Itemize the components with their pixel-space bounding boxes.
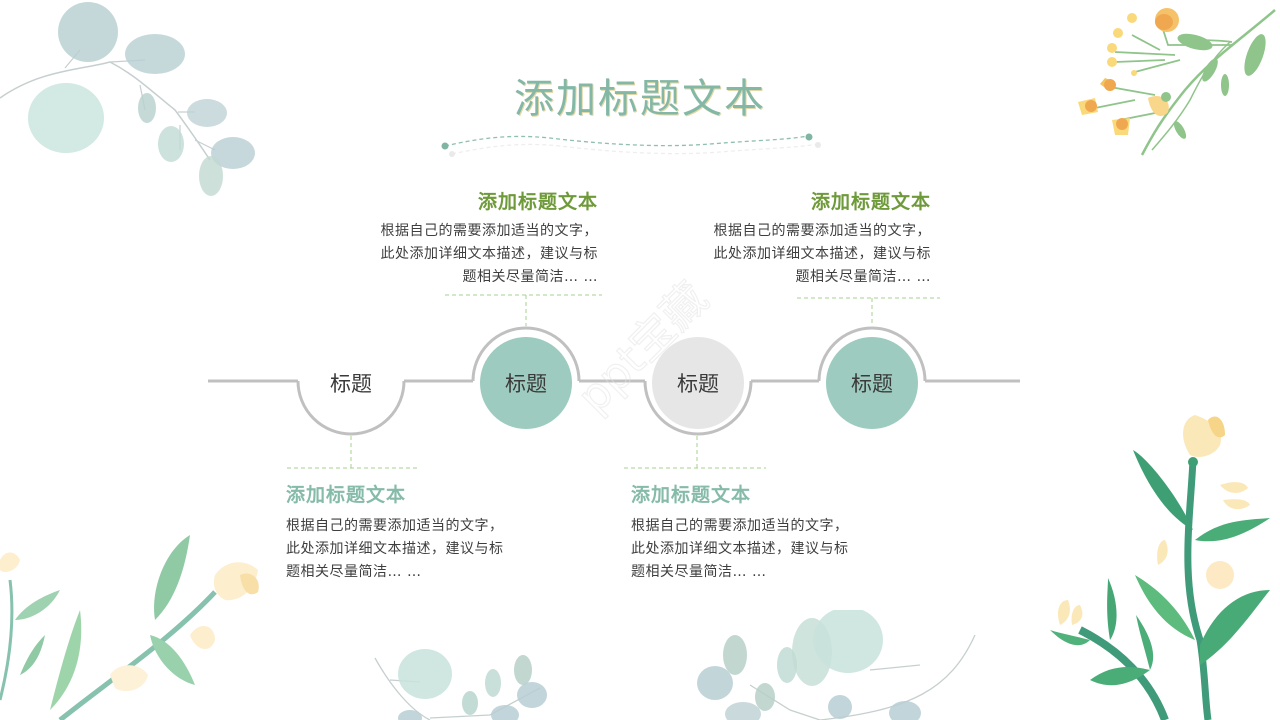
connector-lines [287, 294, 940, 469]
title-divider [441, 133, 821, 157]
item-title: 添加标题文本 [810, 191, 931, 213]
node-circle-4 [826, 337, 918, 429]
timeline-item-3: 添加标题文本 根据自己的需要添加适当的文字， 此处添加详细文本描述，建议与标 题… [631, 480, 891, 584]
item-description: 根据自己的需要添加适当的文字， 此处添加详细文本描述，建议与标 题相关尽量简洁…… [380, 223, 598, 285]
eucalyptus-top-left-decoration [0, 2, 255, 196]
item-description: 根据自己的需要添加适当的文字， 此处添加详细文本描述，建议与标 题相关尽量简洁…… [713, 223, 931, 285]
divider-dot-left-icon [441, 142, 449, 150]
timeline-item-1: 添加标题文本 根据自己的需要添加适当的文字， 此处添加详细文本描述，建议与标 题… [286, 480, 546, 584]
node-label: 标题 [677, 372, 719, 396]
item-title: 添加标题文本 [286, 484, 407, 506]
flower-bottom-left-decoration [0, 535, 259, 720]
node-circle-2 [480, 337, 572, 429]
eucalyptus-bottom-center-decoration [374, 610, 976, 720]
item-description: 根据自己的需要添加适当的文字， 此处添加详细文本描述，建议与标 题相关尽量简洁…… [631, 518, 849, 580]
green-plant-bottom-right-decoration [1050, 415, 1270, 720]
timeline-node-3[interactable]: 标题 [648, 368, 748, 398]
item-title: 添加标题文本 [477, 191, 598, 213]
timeline-node-1[interactable]: 标题 [301, 368, 401, 398]
timeline-item-4: 添加标题文本 根据自己的需要添加适当的文字， 此处添加详细文本描述，建议与标 题… [673, 187, 931, 289]
divider-dot-right-icon [805, 133, 813, 141]
yellow-flower-top-right-decoration [1078, 8, 1276, 156]
timeline-node-4[interactable]: 标题 [822, 368, 922, 398]
timeline-line [208, 326, 1020, 436]
timeline-node-2[interactable]: 标题 [476, 368, 576, 398]
timeline-item-2: 添加标题文本 根据自己的需要添加适当的文字， 此处添加详细文本描述，建议与标 题… [340, 187, 598, 289]
item-description: 根据自己的需要添加适当的文字， 此处添加详细文本描述，建议与标 题相关尽量简洁…… [286, 518, 504, 580]
node-label: 标题 [505, 372, 547, 396]
node-label: 标题 [330, 372, 372, 396]
item-title: 添加标题文本 [631, 484, 752, 506]
node-circle-3 [652, 337, 744, 429]
node-label: 标题 [851, 372, 893, 396]
slide-title: 添加标题文本 [514, 76, 766, 122]
